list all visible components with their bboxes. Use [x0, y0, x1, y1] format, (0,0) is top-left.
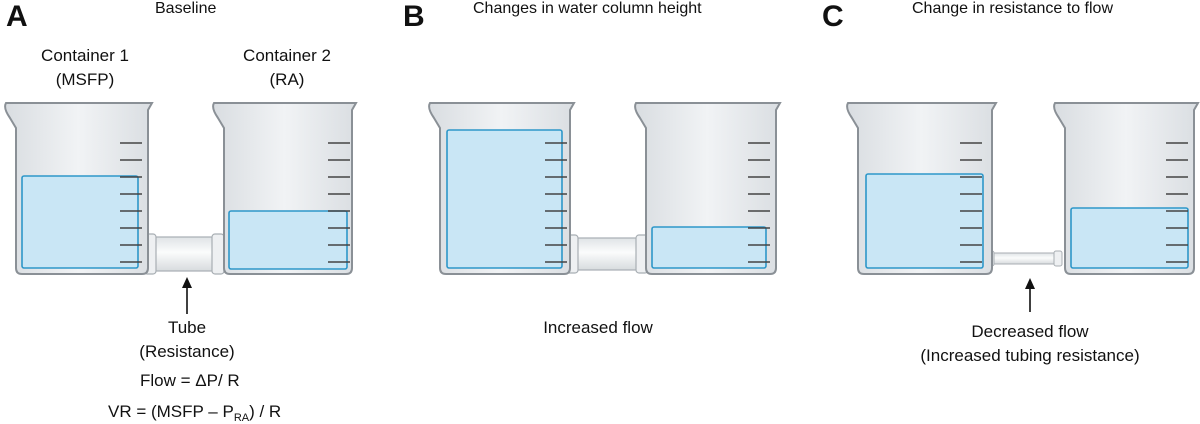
- panel-b-water-2: [651, 226, 767, 269]
- panel-a-tube: [139, 233, 229, 275]
- panel-c-arrow: [1025, 278, 1035, 312]
- container-1-label: Container 1 (MSFP): [20, 44, 150, 92]
- panel-b-tube: [563, 234, 649, 274]
- panel-a-arrow: [182, 277, 192, 314]
- panel-c-title: Change in resistance to flow: [912, 0, 1113, 17]
- container-1-name: Container 1: [41, 46, 129, 65]
- tube-label: Tube (Resistance): [122, 316, 252, 364]
- panel-c-beaker-1: [846, 102, 998, 275]
- panel-a-title: Baseline: [155, 0, 217, 17]
- panel-c-water-2: [1070, 207, 1189, 269]
- panel-b-beaker-2: [634, 102, 782, 275]
- container-2-sub: (RA): [269, 70, 305, 89]
- tube-label-name: Tube: [167, 318, 207, 337]
- panel-c-tube: [985, 250, 1063, 267]
- container-1-sub: (MSFP): [55, 70, 115, 89]
- panel-a-beaker-2: [212, 102, 358, 275]
- panel-c-graphic: [846, 102, 1200, 312]
- panel-c-water-1: [865, 173, 984, 269]
- panel-a-beaker-1: [4, 102, 154, 275]
- panel-c-beaker-2: [1053, 102, 1200, 275]
- vr-equation-subscript: RA: [233, 412, 250, 424]
- panel-c-caption-line-1: Decreased flow: [971, 322, 1089, 341]
- panel-b-graphic: [428, 102, 782, 275]
- panel-a-water-2: [228, 210, 348, 270]
- vr-equation: VR = (MSFP – PRA) / R: [108, 402, 281, 424]
- panel-b-caption-line-1: Increased flow: [543, 318, 653, 337]
- panel-c-caption-line-2: (Increased tubing resistance): [920, 346, 1140, 365]
- container-2-name: Container 2: [243, 46, 331, 65]
- container-2-label: Container 2 (RA): [222, 44, 352, 92]
- panel-c-caption: Decreased flow (Increased tubing resista…: [915, 320, 1145, 368]
- panel-a-water-1: [21, 175, 139, 269]
- panel-b-letter: B: [403, 0, 425, 33]
- tube-label-sub: (Resistance): [139, 342, 235, 361]
- panel-b-title: Changes in water column height: [473, 0, 702, 17]
- panel-b-water-1: [446, 129, 563, 269]
- flow-equation: Flow = ΔP/ R: [140, 371, 240, 390]
- vr-equation-prefix: VR = (MSFP – P: [108, 402, 234, 421]
- panel-c-letter: C: [822, 0, 844, 33]
- vr-equation-suffix: ) / R: [249, 402, 282, 421]
- panel-a-graphic: [4, 102, 358, 314]
- panel-b-beaker-1: [428, 102, 576, 275]
- panel-a-letter: A: [6, 0, 28, 33]
- panel-b-caption: Increased flow: [518, 316, 678, 340]
